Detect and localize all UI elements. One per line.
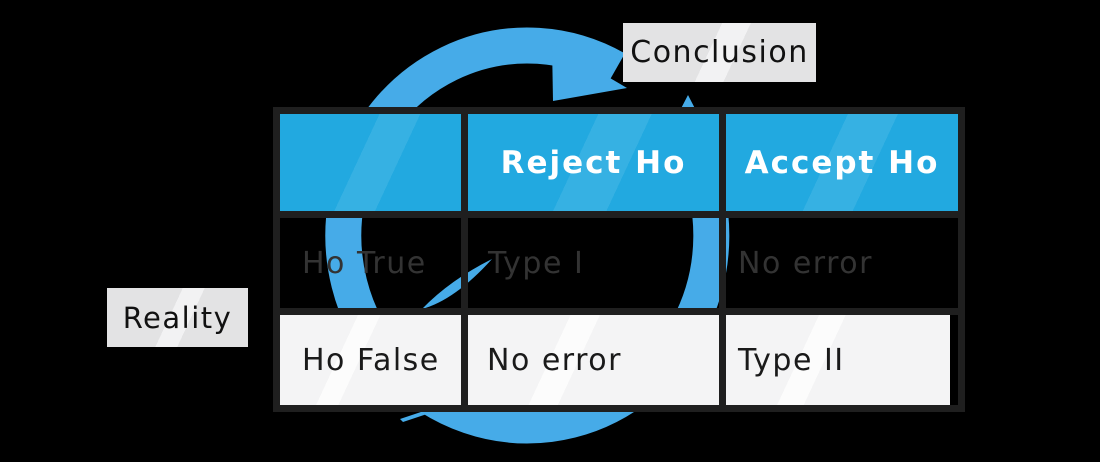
arrowhead-icon (552, 44, 627, 101)
reality-label: Reality (107, 288, 248, 347)
cell-type-1-error: Type I (488, 245, 585, 281)
error-table: Reject Ho Accept Ho Ho True Type I No er… (273, 107, 965, 412)
table-divider-horizontal-2 (273, 308, 965, 315)
table-divider-vertical-1 (461, 107, 468, 412)
row-header-h0-true: Ho True (302, 245, 427, 281)
table-divider-vertical-2 (719, 107, 726, 412)
cell-type-2-error: Type II (726, 315, 950, 405)
header-cell-reject-h0: Reject Ho (468, 114, 719, 211)
table-border-right (958, 107, 965, 412)
table-border-bottom (273, 405, 965, 412)
table-divider-horizontal-1 (273, 211, 965, 218)
header-cell-accept-h0: Accept Ho (726, 114, 958, 211)
cell-no-error-top: No error (738, 245, 873, 281)
header-cell-blank (280, 114, 461, 211)
arc-bottom-sliver (400, 409, 433, 422)
table-border-top (273, 107, 965, 114)
conclusion-label: Conclusion (623, 23, 816, 82)
row-header-h0-false: Ho False (280, 315, 461, 405)
arc-overlap-stroke (422, 259, 492, 309)
table-border-left (273, 107, 280, 412)
cell-no-error-bottom: No error (468, 315, 719, 405)
